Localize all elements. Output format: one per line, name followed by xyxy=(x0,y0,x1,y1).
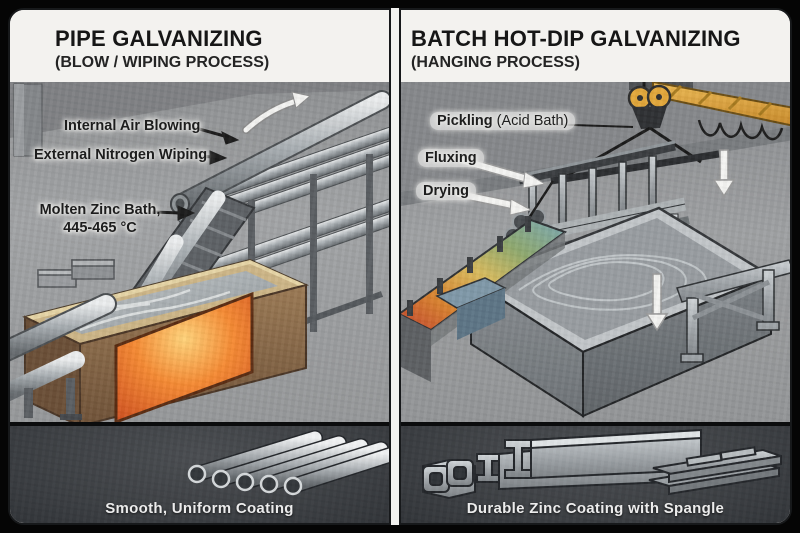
tank-front-wall xyxy=(401,315,431,382)
label-fluxing: Fluxing xyxy=(418,149,484,167)
batch-scene-art xyxy=(401,82,790,422)
crane-hook-pulley xyxy=(550,82,720,185)
label-pickling-bold: Pickling xyxy=(437,113,493,129)
right-title: BATCH HOT-DIP GALVANIZING xyxy=(411,26,741,51)
zinc-ingots xyxy=(37,259,115,288)
label-external-nitrogen-wiping: External Nitrogen Wiping xyxy=(34,147,208,163)
batch-galvanizing-scene: Pickling (Acid Bath) Fluxing Drying xyxy=(401,82,790,422)
pretreatment-tanks xyxy=(401,216,568,382)
left-title: PIPE GALVANIZING xyxy=(55,26,263,51)
exit-pipe xyxy=(170,90,389,215)
right-divider-line xyxy=(401,422,790,426)
spreader-beam xyxy=(550,150,720,185)
i-beams xyxy=(476,428,702,491)
left-caption: Smooth, Uniform Coating xyxy=(105,500,294,517)
label-pickling-note: (Acid Bath) xyxy=(496,113,569,129)
rack-leg xyxy=(366,154,373,314)
left-result-panel: Smooth, Uniform Coating xyxy=(10,426,389,523)
exit-conveyor xyxy=(10,293,117,420)
left-back-wall xyxy=(10,82,389,138)
trestle-top xyxy=(676,259,790,303)
molten-glow-window xyxy=(114,291,254,422)
coated-pipes-art xyxy=(187,430,389,496)
label-internal-air-blowing: Internal Air Blowing xyxy=(64,118,201,134)
galvanized-steel-products xyxy=(422,428,782,500)
rack-top-rail xyxy=(518,141,676,185)
rack-leg xyxy=(310,174,317,332)
label-arrows xyxy=(151,125,240,221)
galvanized-products-art xyxy=(422,428,782,500)
bar-pallet xyxy=(648,446,782,496)
kettle-zinc-surface xyxy=(487,218,751,340)
label-molten-zinc-bath-line1: Molten Zinc Bath, xyxy=(39,202,161,218)
label-drying: Drying xyxy=(416,182,476,200)
right-header: BATCH HOT-DIP GALVANIZING (HANGING PROCE… xyxy=(401,10,790,82)
batch-galvanizing-panel: BATCH HOT-DIP GALVANIZING (HANGING PROCE… xyxy=(399,8,792,525)
right-result-panel: Durable Zinc Coating with Spangle xyxy=(401,426,790,523)
right-back-wall xyxy=(401,82,790,192)
right-subtitle: (HANGING PROCESS) xyxy=(411,54,580,71)
left-divider-line xyxy=(10,422,389,426)
crane-festoon-cables xyxy=(697,119,784,141)
zinc-surface xyxy=(44,271,278,334)
pipe-galvanizing-scene: Internal Air Blowing External Nitrogen W… xyxy=(10,82,389,422)
travel-direction-arrow xyxy=(242,91,312,134)
square-tubes xyxy=(422,458,476,500)
pipe-scene-art xyxy=(10,82,389,422)
label-pickling: Pickling (Acid Bath) xyxy=(430,112,576,130)
trestle-stand xyxy=(676,259,790,363)
label-molten-zinc-bath: Molten Zinc Bath, 445-465 °C xyxy=(30,201,170,237)
label-molten-zinc-bath-line2: 445-465 °C xyxy=(63,220,137,237)
five-coated-pipes xyxy=(187,430,389,496)
left-header: PIPE GALVANIZING (BLOW / WIPING PROCESS) xyxy=(10,10,389,82)
pipe-galvanizing-panel: PIPE GALVANIZING (BLOW / WIPING PROCESS) xyxy=(8,8,391,525)
left-subtitle: (BLOW / WIPING PROCESS) xyxy=(55,54,270,71)
left-wall-column-highlight xyxy=(14,84,24,156)
right-caption: Durable Zinc Coating with Spangle xyxy=(466,500,725,517)
